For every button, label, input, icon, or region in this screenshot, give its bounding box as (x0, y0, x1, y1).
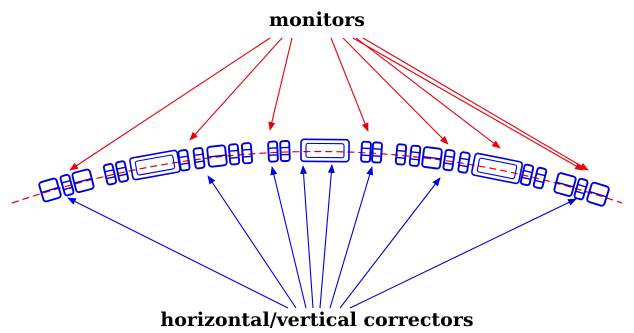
corrector-magnet (573, 177, 589, 201)
monitor-arrow (69, 37, 271, 171)
corrector-magnet (227, 143, 241, 166)
monitor-arrow (362, 37, 589, 171)
dipole-magnet (129, 149, 181, 181)
corrector-magnet (115, 160, 129, 183)
corrector-magnet (532, 166, 548, 190)
corrector-arrows (67, 164, 577, 309)
quadrupole-magnet (421, 146, 443, 170)
corrector-magnet (457, 151, 471, 174)
corrector-magnet (267, 140, 279, 163)
correctors-label: horizontal/vertical correctors (160, 309, 473, 331)
monitor-arrow (342, 37, 449, 145)
quadrupole-magnet (553, 172, 577, 197)
dipole-magnet (471, 152, 523, 185)
corrector-magnet (279, 140, 291, 163)
corrector-magnet (59, 173, 75, 197)
monitor-arrows (69, 37, 589, 171)
corrector-magnet (519, 163, 535, 187)
corrector-magnet (408, 144, 422, 167)
quadrupole-magnet (38, 177, 62, 203)
corrector-arrow (339, 177, 441, 309)
corrector-arrow (319, 164, 335, 309)
corrector-magnet (394, 143, 408, 166)
dipole-magnet (300, 138, 350, 163)
monitor-arrow (330, 37, 369, 132)
corrector-magnet (360, 140, 372, 163)
corrector-arrow (270, 166, 307, 309)
corrector-magnet (192, 147, 206, 170)
monitor-arrow (268, 37, 293, 131)
corrector-magnet (442, 148, 456, 172)
lattice-elements (38, 138, 610, 207)
corrector-magnet (102, 163, 118, 186)
corrector-arrow (207, 175, 297, 309)
quadrupole-magnet (71, 168, 95, 194)
corrector-magnet (240, 142, 254, 165)
corrector-arrow (300, 165, 314, 309)
monitor-arrow (189, 37, 283, 141)
monitors-label: monitors (269, 9, 365, 31)
corrector-magnet (371, 141, 383, 164)
corrector-arrow (329, 166, 374, 309)
corrector-magnet (177, 149, 191, 172)
corrector-arrow (349, 198, 577, 309)
corrector-arrow (67, 197, 289, 309)
monitor-arrow (355, 37, 501, 149)
quadrupole-magnet (586, 181, 610, 207)
monitor-arrow (352, 37, 584, 171)
quadrupole-magnet (206, 144, 228, 168)
